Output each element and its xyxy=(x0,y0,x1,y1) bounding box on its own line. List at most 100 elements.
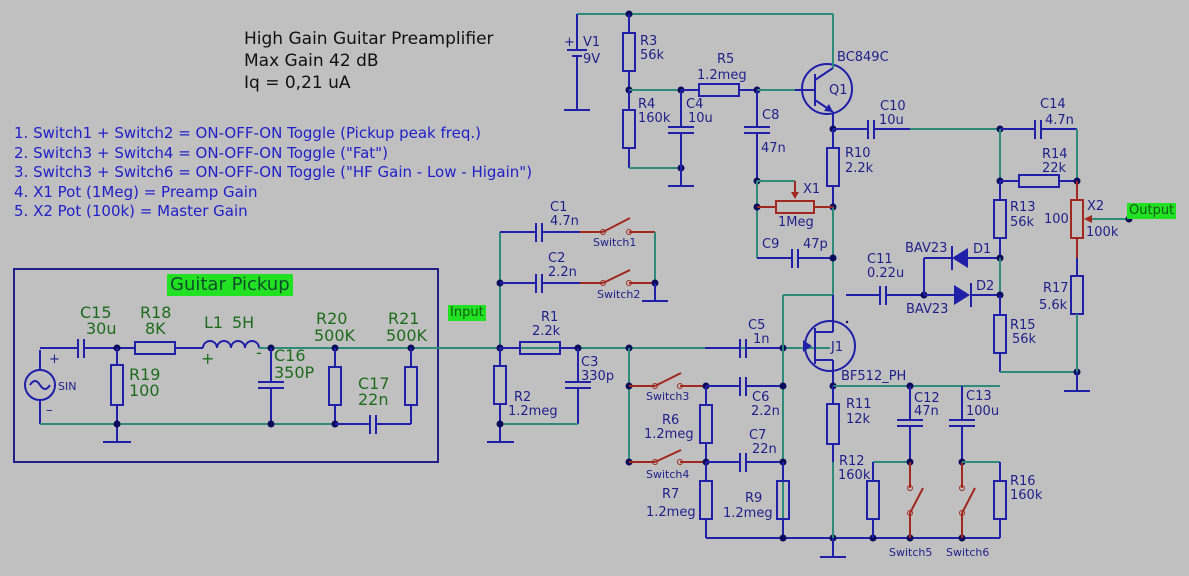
svg-text:1.2meg: 1.2meg xyxy=(646,505,696,520)
svg-text:4.7n: 4.7n xyxy=(550,214,579,229)
svg-text:R17: R17 xyxy=(1043,281,1069,296)
resistor-r14: R14 22k xyxy=(1000,147,1077,188)
resistor-r18: R18 8K xyxy=(134,303,176,355)
svg-text:C2: C2 xyxy=(548,251,565,266)
resistor-r10: R10 2.2k xyxy=(826,129,874,207)
switch1[interactable]: Switch1 xyxy=(580,217,655,249)
svg-text:V1: V1 xyxy=(583,35,600,50)
svg-text:R12: R12 xyxy=(839,454,865,469)
capacitor-c3: C3 330p xyxy=(565,348,614,424)
svg-text:C9: C9 xyxy=(762,237,779,252)
svg-text:9V: 9V xyxy=(583,52,600,67)
svg-text:C7: C7 xyxy=(749,428,766,443)
svg-text:R21: R21 xyxy=(388,309,419,328)
capacitor-c2: C2 2.2n xyxy=(535,251,577,293)
switch5[interactable]: Switch5 xyxy=(889,462,932,559)
svg-text:47n: 47n xyxy=(914,404,939,419)
svg-text:L1: L1 xyxy=(204,313,223,332)
svg-text:Switch1: Switch1 xyxy=(593,236,636,249)
svg-text:X1: X1 xyxy=(803,182,820,197)
inductor-l1: L1 5H + - xyxy=(201,313,262,368)
svg-text:C10: C10 xyxy=(880,99,906,114)
svg-text:22n: 22n xyxy=(358,390,389,409)
svg-text:BF512_PH: BF512_PH xyxy=(841,369,906,384)
svg-text:R16: R16 xyxy=(1010,474,1036,489)
resistor-r2: R2 1.2meg xyxy=(493,348,558,442)
svg-text:R19: R19 xyxy=(129,365,160,384)
svg-text:C5: C5 xyxy=(748,318,765,333)
guitar-pickup-box xyxy=(13,268,439,463)
svg-text:1.2meg: 1.2meg xyxy=(723,506,773,521)
svg-text:2.2n: 2.2n xyxy=(548,265,577,280)
svg-text:C14: C14 xyxy=(1040,97,1066,112)
svg-text:R10: R10 xyxy=(845,146,871,161)
capacitor-c8: C8 47n xyxy=(744,90,786,181)
capacitor-c1: C1 4.7n xyxy=(535,200,579,242)
potentiometer-x1[interactable]: X1 1Meg xyxy=(753,181,834,230)
note-item: 4. X1 Pot (1Meg) = Preamp Gain xyxy=(14,182,258,201)
svg-text:47p: 47p xyxy=(803,237,828,252)
resistor-r7: R7 1.2meg xyxy=(646,462,713,538)
svg-text:22n: 22n xyxy=(752,442,777,457)
battery-v1: + V1 9V xyxy=(564,14,600,111)
svg-text:C1: C1 xyxy=(550,200,567,215)
capacitor-c6: C6 2.2n xyxy=(706,377,783,419)
note-item: 2. Switch3 + Switch4 = ON-OFF-ON Toggle … xyxy=(14,143,388,162)
svg-text:56k: 56k xyxy=(1012,332,1037,347)
switch4[interactable]: Switch4 xyxy=(629,449,706,481)
guitar-pickup-label: Guitar Pickup xyxy=(167,274,293,296)
svg-text:R7: R7 xyxy=(662,487,679,502)
svg-text:+: + xyxy=(564,35,575,50)
svg-text:R2: R2 xyxy=(514,390,531,405)
svg-text:Switch5: Switch5 xyxy=(889,546,932,559)
svg-text:100: 100 xyxy=(129,381,160,400)
potentiometer-x2[interactable]: X2 100k 100 xyxy=(1044,181,1128,258)
transistor-q1: Q1 BC849C xyxy=(795,14,889,129)
svg-text:56k: 56k xyxy=(1010,215,1035,230)
diode-d1: D1 BAV23 xyxy=(905,241,1000,270)
svg-text:100u: 100u xyxy=(966,404,999,419)
svg-text:1Meg: 1Meg xyxy=(778,215,814,230)
svg-text:C8: C8 xyxy=(762,108,779,123)
note-item: 1. Switch1 + Switch2 = ON-OFF-ON Toggle … xyxy=(14,124,481,142)
svg-text:C13: C13 xyxy=(966,389,992,404)
svg-text:12k: 12k xyxy=(846,412,871,427)
resistor-r19: R19 100 xyxy=(110,348,160,442)
iq-line: Iq = 0,21 uA xyxy=(244,73,351,93)
svg-text:R18: R18 xyxy=(140,303,171,322)
svg-text:10u: 10u xyxy=(688,111,713,126)
svg-text:R11: R11 xyxy=(846,397,872,412)
svg-text:+: + xyxy=(49,352,60,367)
svg-text:R1: R1 xyxy=(541,310,558,325)
capacitor-c9: C9 47p xyxy=(757,237,833,268)
resistor-r17: R17 5.6k xyxy=(1039,258,1084,372)
output-net-label: Output xyxy=(1127,203,1177,219)
svg-text:500K: 500K xyxy=(386,326,428,345)
sin-label: SIN xyxy=(58,380,76,393)
schematic-title-block: High Gain Guitar Preamplifier Max Gain 4… xyxy=(244,28,494,94)
svg-text:C4: C4 xyxy=(686,97,703,112)
note-item: 3. Switch3 + Switch6 = ON-OFF-ON Toggle … xyxy=(14,163,533,181)
svg-text:0.22u: 0.22u xyxy=(867,266,904,281)
capacitor-c13: C13 100u xyxy=(949,389,999,462)
svg-text:X2: X2 xyxy=(1087,199,1104,214)
resistor-r16: R16 160k xyxy=(962,461,1043,538)
svg-text:500K: 500K xyxy=(314,326,356,345)
svg-text:BAV23: BAV23 xyxy=(906,302,948,317)
switch3[interactable]: Switch3 xyxy=(629,372,706,403)
svg-text:Switch3: Switch3 xyxy=(646,390,689,403)
resistor-r12: R12 160k xyxy=(838,454,910,538)
capacitor-c4: C4 10u xyxy=(668,90,713,187)
capacitor-c16: C16 350P xyxy=(258,346,315,424)
svg-text:R5: R5 xyxy=(717,52,734,67)
svg-text:30u: 30u xyxy=(86,319,117,338)
input-net-label: Input xyxy=(448,305,486,321)
svg-text:D1: D1 xyxy=(973,242,991,257)
diode-d2: D2 BAV23 xyxy=(906,279,1000,317)
switch6[interactable]: Switch6 xyxy=(946,462,989,559)
switch2[interactable]: Switch2 xyxy=(580,269,655,301)
svg-text:R4: R4 xyxy=(638,97,655,112)
svg-text:Switch4: Switch4 xyxy=(646,468,689,481)
svg-text:Q1: Q1 xyxy=(829,83,848,98)
svg-text:56k: 56k xyxy=(640,48,665,63)
